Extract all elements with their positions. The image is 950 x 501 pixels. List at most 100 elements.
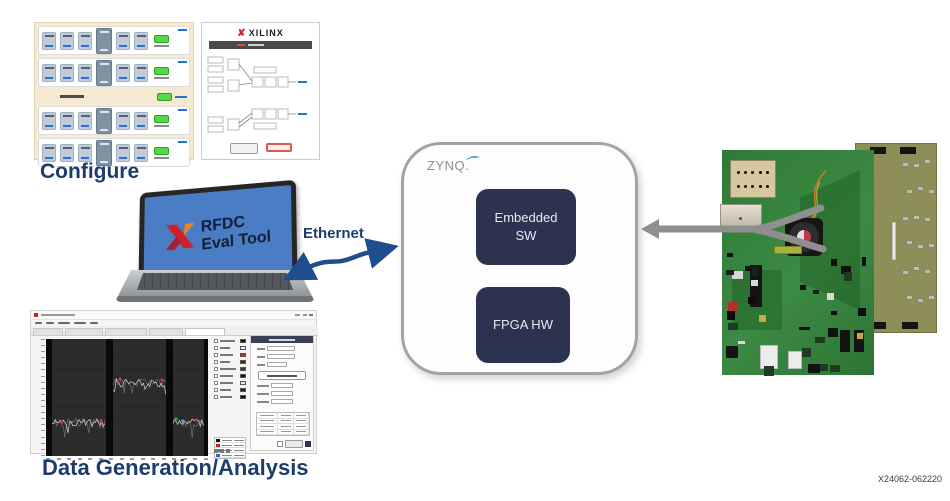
evaluation-board-photo (720, 143, 937, 377)
setting-field-row[interactable] (257, 391, 310, 396)
usb-connector (788, 351, 802, 369)
smd-component (731, 270, 743, 280)
dac-stage-block[interactable] (42, 143, 56, 162)
dc-clip-component (917, 185, 924, 191)
menu-item[interactable] (58, 321, 70, 324)
dac-stage-block[interactable] (60, 143, 74, 162)
dc-connector (870, 147, 886, 154)
wizard-title-banner (209, 41, 312, 49)
trace-toggle-row[interactable] (214, 367, 246, 371)
trace-toggle-row[interactable] (214, 346, 246, 350)
trace-checkbox-column (214, 339, 246, 439)
dac-stage-block[interactable] (60, 31, 74, 50)
log-checkbox[interactable] (277, 441, 283, 447)
menu-item[interactable] (46, 321, 54, 324)
dac-stage-block[interactable] (42, 31, 56, 50)
fan-hub (797, 230, 811, 244)
dac-stage-block[interactable] (96, 59, 112, 86)
setting-field-row[interactable] (257, 354, 310, 359)
trace-toggle-row[interactable] (214, 395, 246, 399)
dc-clip-component (906, 188, 913, 194)
dac-stage-block[interactable] (60, 63, 74, 82)
smd-component (759, 315, 766, 322)
dac-stage-block[interactable] (78, 31, 92, 50)
smd-component (827, 293, 834, 300)
dac-stage-block[interactable] (134, 111, 148, 130)
data-generation-heading: Data Generation/Analysis (42, 455, 309, 480)
dac-stage-block[interactable] (116, 63, 130, 82)
row-link[interactable] (178, 61, 187, 63)
trace-toggle-row[interactable] (214, 353, 246, 357)
wizard-apply-button[interactable] (265, 143, 292, 152)
tab[interactable] (105, 328, 147, 335)
setting-field-row[interactable] (257, 383, 310, 388)
dac-stage-block[interactable] (134, 143, 148, 162)
legend-row (215, 443, 245, 448)
smd-component (856, 332, 864, 340)
dac-stage-block[interactable] (78, 63, 92, 82)
dac-stage-block[interactable] (78, 111, 92, 130)
dc-connector (900, 147, 916, 154)
dac-stage-block[interactable] (60, 111, 74, 130)
trace-toggle-row[interactable] (214, 360, 246, 364)
trace-toggle-row[interactable] (214, 388, 246, 392)
trace-toggle-row[interactable] (214, 339, 246, 343)
dac-stage-block[interactable] (78, 143, 92, 162)
dac-stage-block[interactable] (134, 63, 148, 82)
dac-tile-separator (38, 90, 190, 103)
dac-stage-block[interactable] (96, 27, 112, 54)
tab[interactable] (149, 328, 183, 335)
dac-status-text (154, 44, 169, 47)
wizard-back-button[interactable] (229, 143, 258, 154)
setting-field-row[interactable] (257, 346, 310, 351)
setting-field-row[interactable] (257, 399, 310, 404)
settings-panel-header (251, 336, 313, 343)
maximize-icon[interactable] (303, 314, 307, 316)
dac-stage-block[interactable] (134, 31, 148, 50)
dac-channel-row (38, 106, 190, 135)
capture-button[interactable] (285, 440, 303, 448)
close-icon[interactable] (309, 314, 313, 316)
dc-clip-component (917, 243, 924, 249)
dac-stage-block[interactable] (96, 139, 112, 166)
dac-enable-button[interactable] (154, 114, 169, 123)
dc-clip-component (913, 162, 920, 168)
dac-enable-button[interactable] (154, 146, 169, 155)
dac-stage-block[interactable] (116, 143, 130, 162)
dac-enable-button[interactable] (154, 34, 169, 43)
smd-component (827, 327, 838, 337)
fpga-hw-label: FPGA HW (493, 317, 553, 333)
tab[interactable] (33, 328, 63, 335)
channel-power-dropdown[interactable] (258, 371, 306, 380)
menu-item[interactable] (74, 321, 86, 324)
row-link[interactable] (178, 29, 187, 31)
smd-component (813, 289, 820, 295)
minimize-icon[interactable] (295, 314, 300, 316)
xilinx-ribbon-logo-icon (165, 223, 195, 250)
tile-enable-button[interactable] (157, 92, 172, 101)
dac-channel-row (38, 26, 190, 55)
dac-enable-button[interactable] (154, 66, 169, 75)
tile-link[interactable] (175, 95, 187, 98)
dac-stage-block[interactable] (116, 111, 130, 130)
dac-stage-block[interactable] (116, 31, 130, 50)
row-link[interactable] (178, 141, 187, 143)
menu-item[interactable] (35, 321, 42, 324)
dac-stage-block[interactable] (42, 63, 56, 82)
stats-table (256, 412, 310, 436)
smd-component (857, 307, 867, 316)
row-link[interactable] (178, 109, 187, 111)
dac-stage-block[interactable] (96, 107, 112, 134)
settings-gear-icon[interactable] (305, 441, 311, 447)
dac-stage-block[interactable] (42, 111, 56, 130)
playback-controls[interactable] (214, 449, 230, 453)
setting-field-row[interactable] (257, 362, 310, 367)
smd-component (745, 265, 752, 272)
menu-item[interactable] (90, 321, 98, 324)
rf-shield-can (720, 204, 762, 232)
tab[interactable] (65, 328, 103, 335)
trace-toggle-row[interactable] (214, 374, 246, 378)
tab-active[interactable] (185, 328, 225, 335)
trace-toggle-row[interactable] (214, 381, 246, 385)
laptop-front-edge (115, 296, 315, 302)
